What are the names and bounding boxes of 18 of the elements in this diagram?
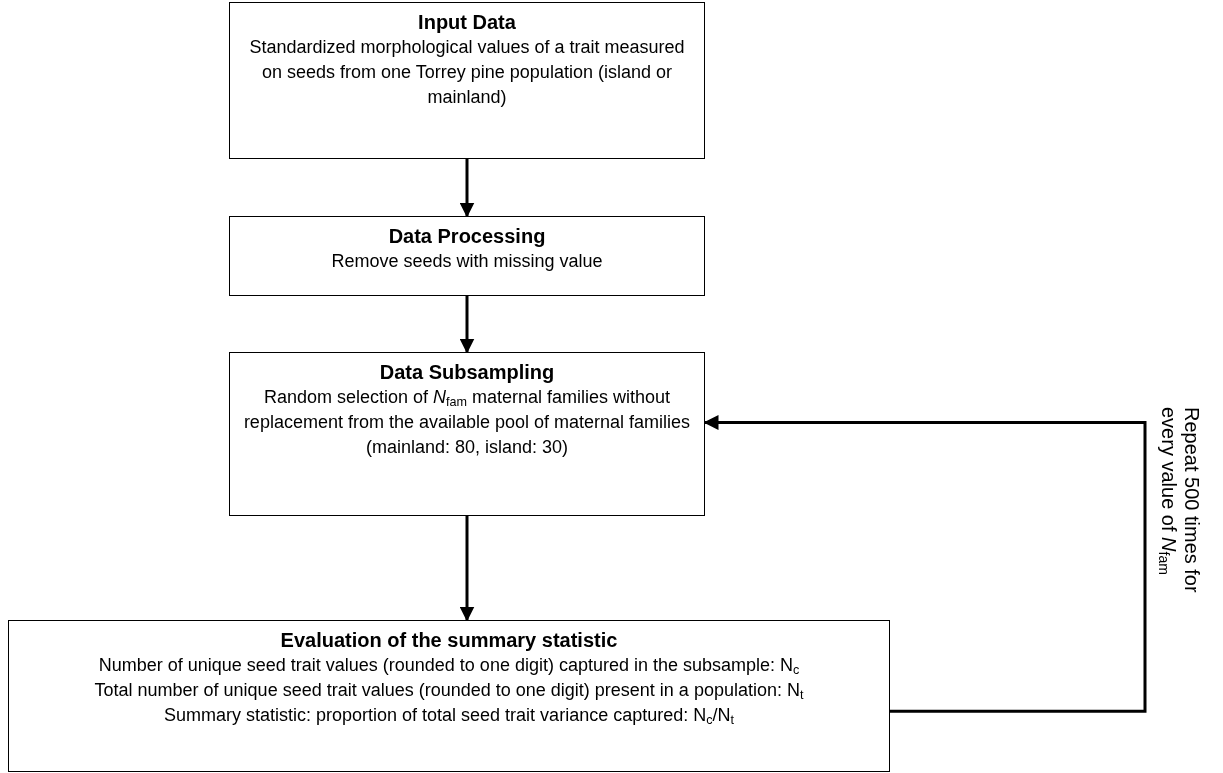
box-text: Summary statistic: proportion of total seed trait variance captured: N$_{c}$/N$_{t}$ [163, 703, 734, 728]
box-text: Number of unique seed trait values (rounded to one digit) captured in the subsample: N$_{c}$ [98, 654, 800, 678]
process-box [8, 620, 890, 772]
box-heading: Input Data [418, 10, 516, 35]
box-text: Remove seeds with missing value [331, 250, 603, 273]
box-heading: Data Processing [388, 224, 546, 249]
arrow [703, 415, 1147, 713]
process-box [229, 216, 705, 296]
arrow [459, 296, 475, 354]
box-heading: Data Subsampling [379, 360, 555, 385]
box-text: Total number of unique seed trait values (rounded to one digit) present in a population: N$_{t}$ [94, 678, 804, 703]
process-box [229, 2, 705, 159]
process-box [229, 352, 705, 516]
box-text: Random selection of N$_{fam}$ maternal families without replacement from the available pool of maternal families (mainland: 80, island: 30) [242, 386, 692, 459]
arrow [459, 159, 475, 218]
box-text: Standardized morphological values of a trait measured on seeds from one Torrey pine population (island or mainland) [248, 36, 686, 109]
box-heading: Evaluation of the summary statistic [280, 628, 618, 653]
arrow [459, 516, 475, 622]
